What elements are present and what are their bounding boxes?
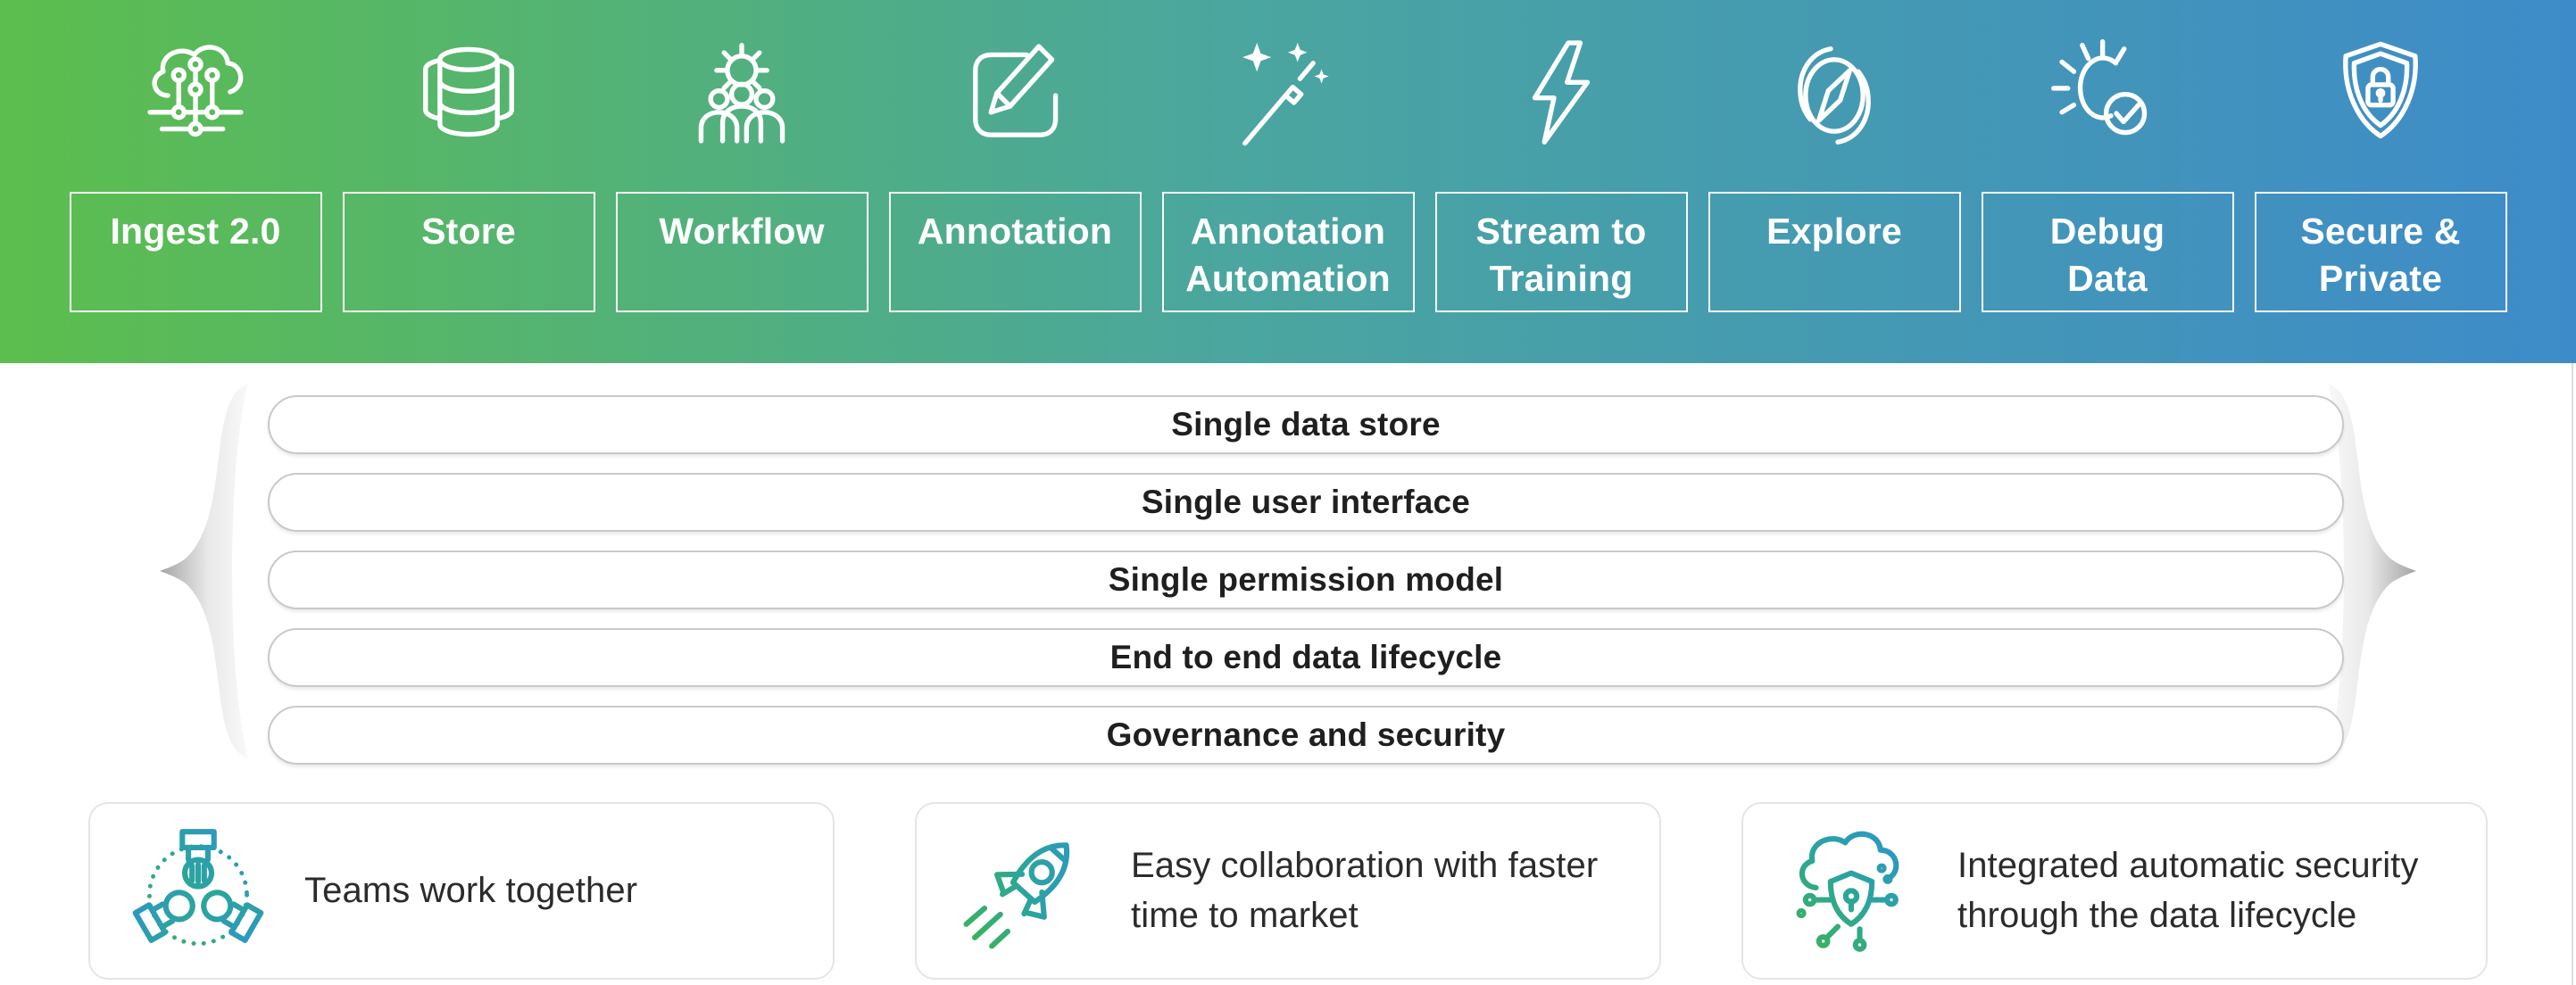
benefits-row: Teams work together Easy collaboration w (88, 802, 2488, 980)
pill-end-to-end-data-lifecycle: End to end data lifecycle (268, 628, 2344, 687)
left-brace (160, 384, 248, 758)
benefit-text: Easy collaboration with faster time to m… (1131, 846, 1599, 935)
compass-icon (1774, 32, 1894, 159)
benefit-card-collaboration: Easy collaboration with faster time to m… (915, 802, 1661, 980)
magic-wand-icon (1228, 32, 1348, 159)
banner-item-label: Stream to Training (1434, 192, 1688, 312)
right-brace (2328, 384, 2416, 758)
banner-item-label: Ingest 2.0 (69, 192, 322, 312)
banner-item-label: Explore (1708, 192, 1961, 312)
benefit-card-security: Integrated automatic security through th… (1741, 802, 2488, 980)
banner-item-label: Secure & Private (2254, 192, 2507, 312)
banner-item-annotation-automation: Annotation Automation (1161, 32, 1415, 363)
banner-item-store: Store (342, 32, 595, 363)
banner-item-ingest: Ingest 2.0 (69, 32, 322, 363)
banner-item-label: Debug Data (1981, 192, 2234, 312)
pill-single-permission-model: Single permission model (268, 550, 2344, 609)
banner-item-stream-to-training: Stream to Training (1434, 32, 1688, 363)
bug-check-icon (2048, 32, 2167, 159)
cloud-circuit-icon (136, 32, 255, 159)
platform-banner: Ingest 2.0 Store (0, 0, 2576, 363)
banner-item-explore: Explore (1708, 32, 1961, 363)
page-right-border (2572, 363, 2573, 985)
banner-item-label: Annotation Automation (1161, 192, 1415, 312)
benefit-text: Integrated automatic security through th… (1957, 846, 2419, 935)
banner-item-secure-private: Secure & Private (2254, 32, 2507, 363)
platform-qualities-list: Single data store Single user interface … (268, 395, 2344, 765)
lightning-bolt-icon (1501, 32, 1621, 159)
pill-single-user-interface: Single user interface (268, 473, 2344, 532)
banner-item-workflow: Workflow (615, 32, 868, 363)
banner-item-debug-data: Debug Data (1981, 32, 2234, 363)
database-icon (409, 32, 528, 159)
banner-item-annotation: Annotation (888, 32, 1142, 363)
pill-single-data-store: Single data store (268, 395, 2344, 454)
benefit-card-teams: Teams work together (88, 802, 835, 980)
edit-pencil-icon (955, 32, 1075, 159)
benefit-text: Teams work together (304, 870, 638, 910)
cloud-security-icon (1796, 831, 1899, 952)
banner-item-label: Workflow (615, 192, 868, 312)
hands-together-icon (132, 828, 264, 946)
banner-item-label: Annotation (888, 192, 1142, 312)
rocket-icon (963, 841, 1070, 948)
banner-item-label: Store (342, 192, 595, 312)
gear-team-icon (682, 32, 802, 159)
pill-governance-and-security: Governance and security (268, 706, 2344, 765)
shield-lock-icon (2321, 32, 2440, 159)
